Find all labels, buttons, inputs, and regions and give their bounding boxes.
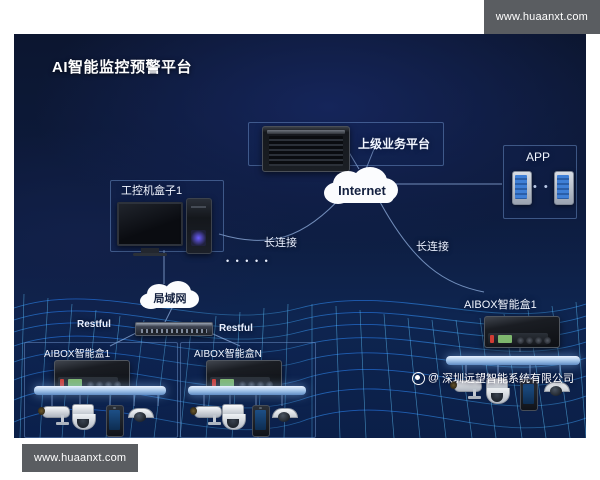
smartphone-icon	[554, 171, 574, 205]
long-connection-right-label: 长连接	[416, 241, 449, 253]
long-connection-left-label: 长连接	[264, 237, 297, 249]
lan-cloud[interactable]: 局域网	[138, 280, 202, 314]
camera-rail	[34, 386, 166, 395]
bullet-camera-icon	[190, 406, 222, 425]
internet-cloud[interactable]: Internet	[320, 166, 404, 210]
access-panel-icon	[106, 405, 124, 437]
desktop-computer-icon	[117, 202, 183, 256]
bullet-camera-icon	[450, 380, 482, 399]
upper-platform-label: 上级业务平台	[358, 137, 431, 151]
camera-rail	[188, 386, 306, 395]
access-panel-icon	[520, 379, 538, 411]
industrial-pc-label: 工控机盒子1	[121, 185, 183, 197]
restful-left-label: Restful	[77, 319, 111, 330]
access-panel-icon	[252, 405, 270, 437]
rack-server-icon	[262, 126, 350, 172]
aibox-n-label: AIBOX智能盒N	[194, 349, 262, 360]
lan-label: 局域网	[153, 293, 187, 305]
ptz-dome-camera-icon	[72, 404, 96, 430]
aibox-right-label: AIBOX智能盒1	[464, 299, 537, 311]
watermark-top-right: www.huaanxt.com	[483, 0, 600, 34]
company-logo-icon	[411, 371, 425, 385]
company-credit: @ 深圳远望智能系统有限公司	[411, 370, 574, 386]
ptz-dome-camera-icon	[222, 404, 246, 430]
app-label: APP	[526, 150, 551, 164]
internet-label: Internet	[338, 183, 386, 198]
dome-camera-icon	[272, 408, 298, 422]
smartphone-icon	[512, 171, 532, 205]
network-switch-icon	[135, 322, 213, 336]
connector-layer	[51, 143, 561, 406]
at-symbol: @	[427, 372, 439, 384]
ptz-dome-camera-icon	[486, 378, 510, 404]
page-title: AI智能监控预警平台	[52, 59, 193, 76]
architecture-diagram: 上级业务平台 Internet APP • • • 工控机盒子1	[14, 34, 586, 438]
watermark-bottom-left: www.huaanxt.com	[22, 444, 139, 472]
aibox-left-label: AIBOX智能盒1	[44, 349, 111, 360]
camera-rail	[446, 356, 580, 365]
company-name: 深圳远望智能系统有限公司	[442, 373, 574, 385]
app-ellipsis: • • •	[533, 181, 561, 193]
dotted-link-label: • • • • •	[226, 256, 270, 266]
bullet-camera-icon	[38, 406, 70, 425]
aibox-icon	[484, 316, 560, 348]
pc-tower-icon	[186, 198, 212, 254]
dome-camera-icon	[128, 408, 154, 422]
dome-camera-icon	[544, 382, 570, 396]
restful-right-label: Restful	[219, 323, 253, 334]
